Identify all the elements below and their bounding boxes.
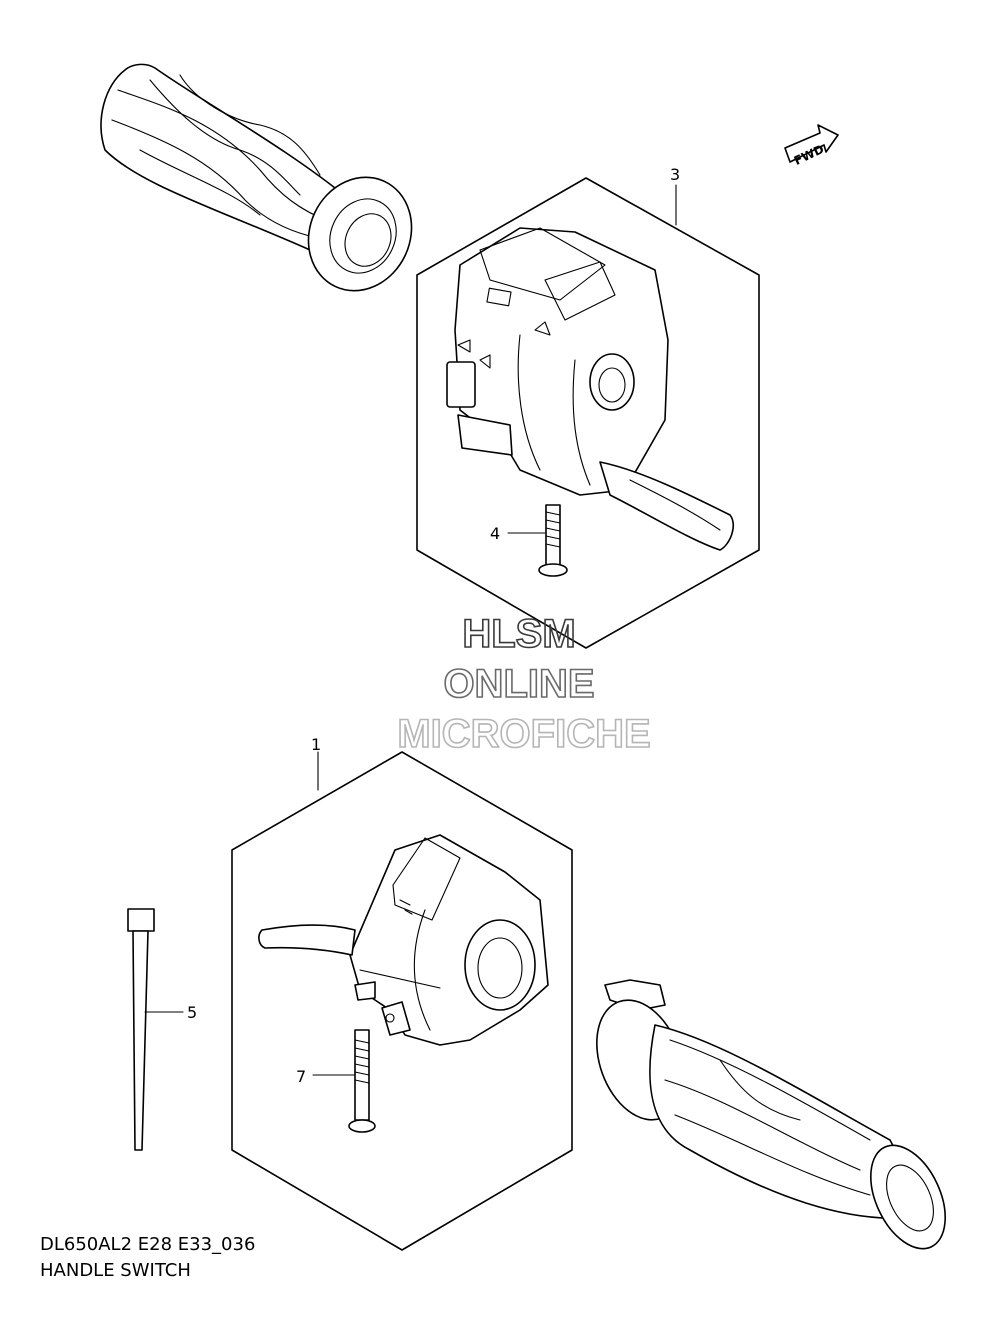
watermark-line-2: ONLINE bbox=[443, 662, 594, 706]
screw-part-4: 4 bbox=[490, 504, 568, 577]
forward-direction-arrow: FWD bbox=[784, 124, 839, 168]
watermark-line-3: MICROFICHE bbox=[397, 712, 650, 756]
diagram-caption: DL650AL2 E28 E33_036 HANDLE SWITCH bbox=[40, 1234, 255, 1281]
hexagon-group-3: 3 bbox=[416, 165, 760, 649]
diagram-title: HANDLE SWITCH bbox=[40, 1260, 191, 1281]
right-handlebar-grip bbox=[596, 979, 946, 1250]
watermark: HLSM ONLINE MICROFICHE bbox=[397, 611, 652, 757]
callout-3: 3 bbox=[670, 165, 680, 184]
watermark-line-1: HLSM bbox=[462, 612, 575, 656]
callout-4: 4 bbox=[490, 524, 500, 543]
screw-part-7: 7 bbox=[296, 1029, 376, 1133]
cable-tie-part-5: 5 bbox=[127, 908, 197, 1151]
callout-5: 5 bbox=[187, 1003, 197, 1022]
left-handle-switch bbox=[258, 834, 549, 1046]
model-code: DL650AL2 E28 E33_036 bbox=[40, 1234, 255, 1255]
right-handle-switch bbox=[446, 227, 735, 551]
left-handlebar-grip bbox=[100, 63, 413, 292]
callout-7: 7 bbox=[296, 1067, 306, 1086]
hexagon-group-1: 1 bbox=[231, 735, 573, 1251]
callout-1: 1 bbox=[311, 735, 321, 754]
